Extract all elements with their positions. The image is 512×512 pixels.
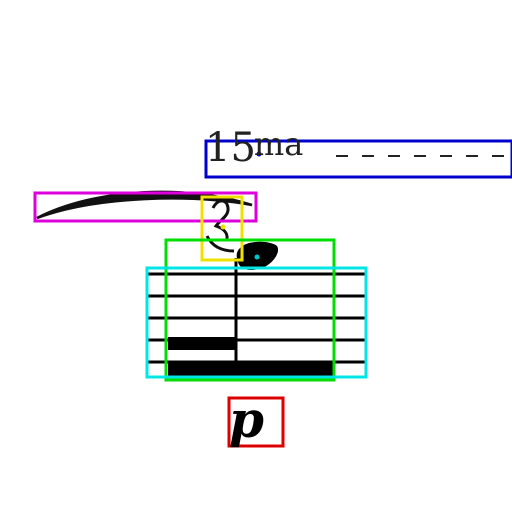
dynamic-center-marker	[253, 419, 259, 425]
dynamic-annotation-box	[227, 396, 285, 448]
slur-annotation-box	[33, 191, 258, 223]
ottava-annotation-box	[204, 139, 512, 179]
dynamic-marking: p	[229, 390, 264, 449]
ottava-number: 15	[205, 125, 256, 171]
staff-annotation-box	[145, 266, 368, 379]
beam-bar	[168, 337, 236, 350]
beam-bar	[168, 363, 334, 376]
rest-hook	[205, 235, 235, 253]
slur-curve	[36, 190, 253, 220]
ottava-center-marker	[256, 151, 262, 157]
note-center-marker	[254, 254, 260, 260]
rest-symbol	[211, 199, 230, 240]
rest-annotation-box	[200, 195, 244, 262]
ottava-text: 15ma	[205, 128, 303, 168]
rest-center-marker	[220, 224, 226, 230]
note-annotation-box	[164, 238, 336, 382]
ottava-suffix: ma	[253, 125, 304, 163]
